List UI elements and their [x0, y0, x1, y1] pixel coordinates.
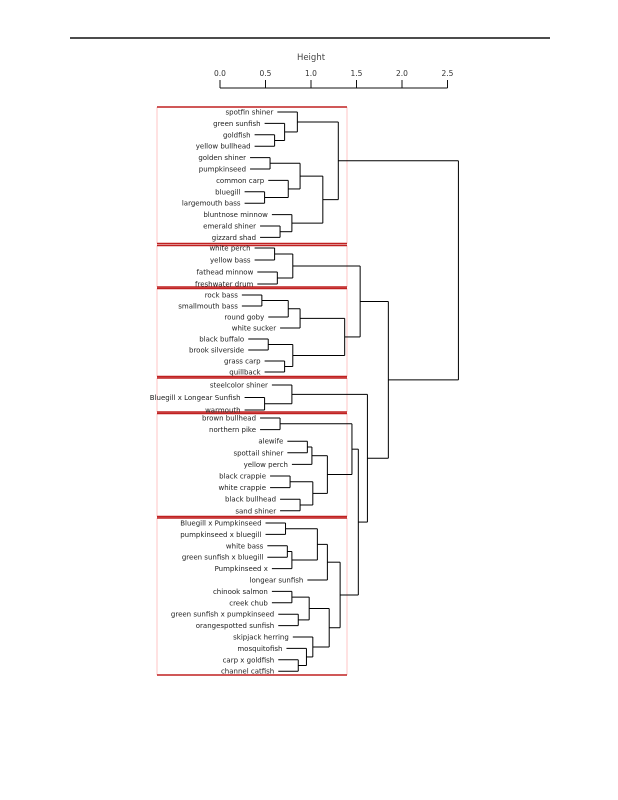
- axis-tick-label: 1.0: [305, 69, 317, 78]
- leaf-label: white crappie: [219, 484, 267, 492]
- axis-tick-label: 0.5: [260, 69, 272, 78]
- leaf-label: fathead minnow: [196, 269, 253, 277]
- leaf-label: white bass: [226, 542, 264, 550]
- leaf-label: black crappie: [219, 473, 266, 481]
- leaf-label: green sunfish: [213, 120, 260, 128]
- leaf-label: Bluegill x Longear Sunfish: [150, 394, 241, 402]
- dendrogram-links: [241, 111, 459, 672]
- axis-tick-label: 0.0: [214, 69, 226, 78]
- leaf-label: black bullhead: [225, 496, 276, 504]
- leaf-label: northern pike: [209, 426, 256, 434]
- leaf-label: quillback: [229, 369, 261, 377]
- leaf-label: common carp: [216, 177, 265, 185]
- leaf-label: pumpkinseed x bluegill: [180, 531, 261, 539]
- leaf-label: bluegill: [215, 188, 240, 196]
- leaf-label: chinook salmon: [213, 588, 268, 596]
- leaf-label: brook silverside: [189, 347, 244, 355]
- leaf-label: gizzard shad: [212, 234, 256, 242]
- leaf-label: bluntnose minnow: [203, 211, 268, 219]
- leaf-label: yellow bass: [210, 257, 251, 265]
- leaf-label: goldfish: [223, 131, 251, 139]
- cluster-boxes: [156, 106, 348, 676]
- leaf-label: Bluegill x Pumpkinseed: [180, 520, 261, 528]
- leaf-label: pumpkinseed: [199, 166, 246, 174]
- leaf-label: round goby: [224, 314, 264, 322]
- axis-tick-label: 1.5: [351, 69, 363, 78]
- leaf-label: spotfin shiner: [226, 109, 274, 117]
- leaf-label: alewife: [258, 438, 283, 446]
- leaf-label: skipjack herring: [233, 634, 289, 642]
- axis-tick-label: 2.0: [396, 69, 408, 78]
- leaf-label: warmouth: [205, 407, 241, 415]
- leaf-label: green sunfish x pumpkinseed: [171, 611, 274, 619]
- leaf-labels: goldfish yellow bullhead green sunfish spot…: [150, 109, 304, 676]
- leaf-label: channel catfish: [221, 668, 274, 676]
- leaf-label: Pumpkinseed x: [215, 565, 268, 573]
- leaf-label: rock bass: [205, 292, 239, 300]
- leaf-label: golden shiner: [198, 154, 246, 162]
- leaf-label: green sunfish x bluegill: [182, 554, 264, 562]
- leaf-label: emerald shiner: [203, 223, 256, 231]
- axis-tick-label: 2.5: [442, 69, 454, 78]
- leaf-label: white sucker: [232, 325, 276, 333]
- leaf-label: creek chub: [229, 599, 268, 607]
- leaf-label: yellow bullhead: [196, 143, 251, 151]
- leaf-label: brown bullhead: [202, 415, 256, 423]
- leaf-label: mosquitofish: [237, 645, 282, 653]
- leaf-label: steelcolor shiner: [210, 382, 268, 390]
- leaf-label: yellow perch: [244, 461, 288, 469]
- axis-title: Height: [297, 53, 326, 63]
- leaf-label: smallmouth bass: [178, 303, 238, 311]
- leaf-label: carp x goldfish: [223, 656, 275, 664]
- height-axis: 0.0 0.5 1.0 1.5 2.0 2.5: [214, 69, 454, 89]
- leaf-label: black buffalo: [199, 336, 244, 344]
- leaf-label: freshwater drum: [195, 281, 254, 289]
- leaf-label: sand shiner: [235, 507, 276, 515]
- leaf-label: longear sunfish: [250, 577, 304, 585]
- leaf-label: spottail shiner: [233, 449, 283, 457]
- leaf-label: orangespotted sunfish: [196, 622, 275, 630]
- leaf-label: largemouth bass: [182, 200, 241, 208]
- leaf-label: white perch: [209, 245, 250, 253]
- leaf-label: grass carp: [224, 358, 261, 366]
